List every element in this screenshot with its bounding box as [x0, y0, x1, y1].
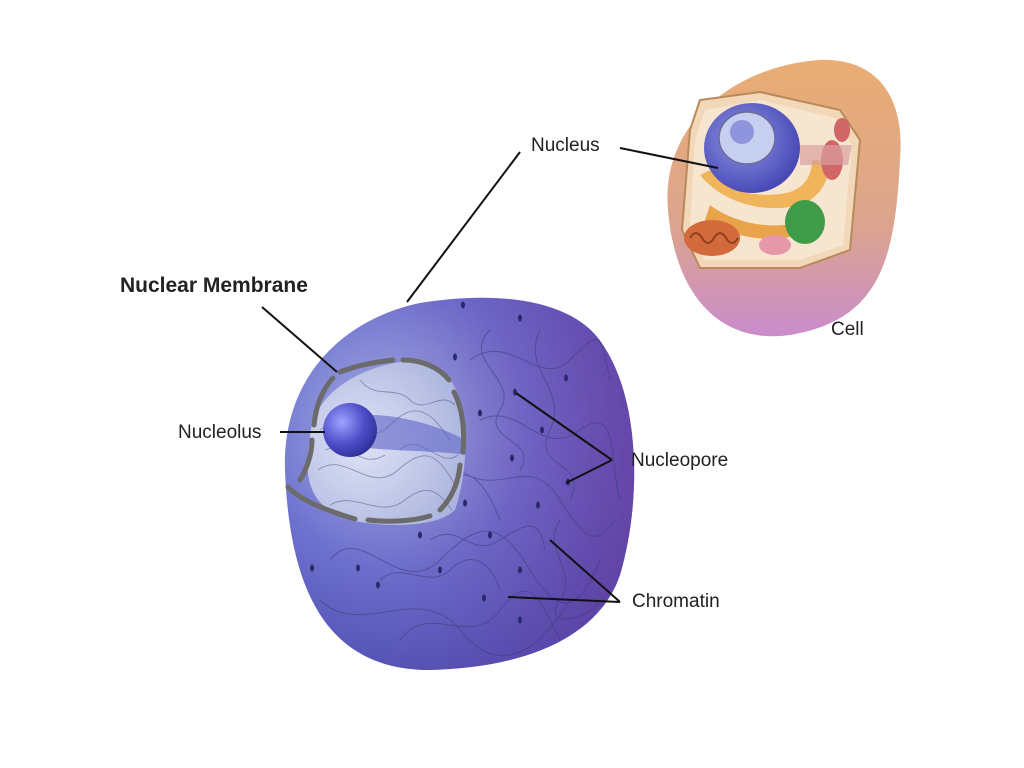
nucleopores [310, 301, 570, 624]
leader-nucleus-to-cell [619, 147, 719, 169]
membrane-segment [337, 357, 396, 375]
nucleopore [356, 564, 360, 572]
nucleopore [518, 616, 522, 624]
cell-slice [800, 145, 852, 165]
nucleopore [518, 566, 522, 574]
label-chromatin: Chromatin [632, 591, 720, 612]
cell-er [700, 160, 830, 209]
cell-illustration [667, 59, 901, 337]
nucleopore [376, 581, 380, 589]
leader-nucleus-to-large [406, 151, 521, 303]
nucleus-illustration [284, 297, 635, 670]
leader-nuclear-membrane [261, 306, 338, 373]
nucleopore [438, 566, 442, 574]
label-cell: Cell [831, 319, 864, 340]
label-nuclear-membrane: Nuclear Membrane [120, 274, 308, 297]
membrane-segment [365, 513, 433, 524]
membrane-segment [311, 375, 336, 428]
nucleopore [510, 454, 514, 462]
nucleopore [488, 531, 492, 539]
nucleopore [536, 501, 540, 509]
nucleopore [461, 301, 465, 309]
membrane-segment [297, 437, 315, 483]
label-nucleopore: Nucleopore [631, 450, 729, 471]
cell-chloroplast [785, 200, 825, 244]
cell-mitochondrion-folds [689, 232, 739, 244]
nucleopore [310, 564, 314, 572]
cell-organelle-2 [834, 118, 850, 142]
membrane-segment [437, 462, 463, 513]
nucleolus [323, 403, 377, 457]
membrane-segment [285, 484, 358, 522]
cell-nucleolus [730, 120, 754, 144]
leader-nucleopore-1 [515, 392, 613, 461]
nucleopore [482, 594, 486, 602]
nucleopore [463, 499, 467, 507]
leader-chromatin-2 [507, 596, 621, 603]
membrane-segment [400, 357, 452, 383]
leader-chromatin-1 [549, 539, 621, 603]
nucleopore [478, 409, 482, 417]
membrane-segment [451, 389, 467, 455]
cell-mitochondrion [684, 220, 740, 256]
leader-lines [261, 147, 719, 603]
nucleopore [540, 426, 544, 434]
nucleopore [564, 374, 568, 382]
nucleopore [453, 353, 457, 361]
label-nucleolus: Nucleolus [178, 422, 262, 443]
nuclear-membrane [285, 357, 467, 524]
label-nucleus: Nucleus [531, 135, 600, 156]
nucleopore [418, 531, 422, 539]
leader-nucleopore-2 [565, 459, 613, 484]
nucleolus-projection [350, 415, 465, 455]
nucleopore [518, 314, 522, 322]
cell-vacuole [759, 235, 791, 255]
